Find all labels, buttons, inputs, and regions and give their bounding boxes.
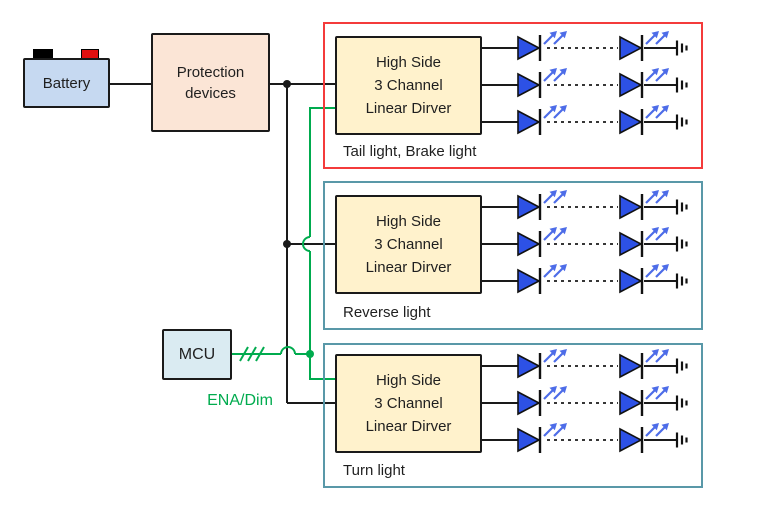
driver-line: High Side xyxy=(375,372,442,389)
section-label: Reverse light xyxy=(343,304,431,321)
led-chain-row xyxy=(482,188,688,222)
section-turn-light: High Side 3 Channel Linear Dirver Turn l… xyxy=(323,343,703,488)
led-chain-row xyxy=(482,66,688,100)
junction-dot xyxy=(283,80,291,88)
protection-label: Protection devices xyxy=(176,63,245,102)
battery-label: Battery xyxy=(42,74,91,92)
driver-line: Linear Dirver xyxy=(365,100,452,117)
led-chains xyxy=(482,29,688,455)
three-signal-bus-icon xyxy=(239,346,265,362)
driver-line: Linear Dirver xyxy=(365,259,452,276)
section-label: Tail light, Brake light xyxy=(343,143,477,160)
driver-line: 3 Channel xyxy=(374,395,443,412)
section-tail-brake-light: High Side 3 Channel Linear Dirver Tail l… xyxy=(323,22,703,169)
power-wiring xyxy=(100,80,339,404)
wire-jump-icon xyxy=(280,346,296,355)
led-chain-row xyxy=(482,225,688,259)
led-chain-row xyxy=(482,29,688,63)
mcu-label: MCU xyxy=(178,345,216,363)
driver-line: High Side xyxy=(375,54,442,71)
led-chain-row xyxy=(482,347,688,381)
ena-dim-wiring xyxy=(228,107,339,380)
driver-block: High Side 3 Channel Linear Dirver xyxy=(335,36,482,135)
wire-jump-icon xyxy=(302,236,311,252)
ena-dim-label: ENA/Dim xyxy=(207,392,273,409)
driver-block: High Side 3 Channel Linear Dirver xyxy=(335,354,482,453)
driver-line: High Side xyxy=(375,213,442,230)
led-chain-row xyxy=(482,421,688,455)
led-chain-row xyxy=(482,103,688,137)
driver-line: Linear Dirver xyxy=(365,418,452,435)
section-reverse-light: High Side 3 Channel Linear Dirver Revers… xyxy=(323,181,703,330)
led-chain-row xyxy=(482,384,688,418)
battery-block: Battery xyxy=(23,58,110,108)
driver-line: 3 Channel xyxy=(374,236,443,253)
mcu-block: MCU xyxy=(162,329,232,380)
battery-terminal-black-icon xyxy=(33,49,53,60)
driver-line: 3 Channel xyxy=(374,77,443,94)
driver-block: High Side 3 Channel Linear Dirver xyxy=(335,195,482,294)
junction-dot xyxy=(306,350,314,358)
protection-devices-block: Protection devices xyxy=(151,33,270,132)
led-chain-row xyxy=(482,262,688,296)
junction-dot xyxy=(283,240,291,248)
section-label: Turn light xyxy=(343,462,405,479)
